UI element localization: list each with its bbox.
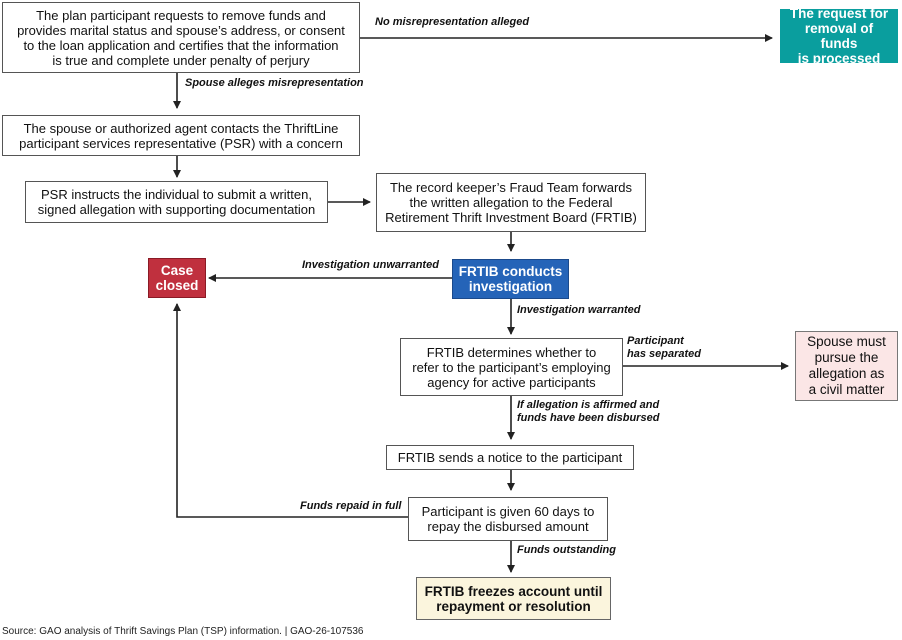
investigation-box: FRTIB conducts investigation bbox=[452, 259, 569, 299]
arrow-repay-to-case-closed bbox=[173, 303, 408, 518]
label-no-misrepresentation: No misrepresentation alleged bbox=[375, 16, 530, 28]
fraud-team-box: The record keeper’s Fraud Team forwards … bbox=[376, 173, 646, 232]
label-funds-repaid: Funds repaid in full bbox=[300, 500, 402, 512]
label-participant-separated: Participant has separated bbox=[627, 335, 701, 360]
case-closed-box: Case closed bbox=[148, 258, 206, 298]
label-investigation-unwarranted: Investigation unwarranted bbox=[302, 259, 439, 271]
notice-box: FRTIB sends a notice to the participant bbox=[386, 445, 634, 470]
psr-box: PSR instructs the individual to submit a… bbox=[25, 181, 328, 223]
label-spouse-alleges: Spouse alleges misrepresentation bbox=[185, 77, 364, 89]
label-allegation-affirmed: If allegation is affirmed and funds have… bbox=[517, 399, 660, 424]
civil-matter-box: Spouse must pursue the allegation as a c… bbox=[795, 331, 898, 401]
label-investigation-warranted: Investigation warranted bbox=[517, 304, 641, 316]
label-funds-outstanding: Funds outstanding bbox=[517, 544, 616, 556]
source-note: Source: GAO analysis of Thrift Savings P… bbox=[2, 626, 364, 637]
contact-box: The spouse or authorized agent contacts … bbox=[2, 115, 360, 156]
request-box: The plan participant requests to remove … bbox=[2, 2, 360, 73]
processed-box: The request for removal of funds is proc… bbox=[780, 6, 898, 66]
freeze-account-box: FRTIB freezes account until repayment or… bbox=[416, 577, 611, 620]
repay-box: Participant is given 60 days to repay th… bbox=[408, 497, 608, 541]
determine-box: FRTIB determines whether to refer to the… bbox=[400, 338, 623, 396]
